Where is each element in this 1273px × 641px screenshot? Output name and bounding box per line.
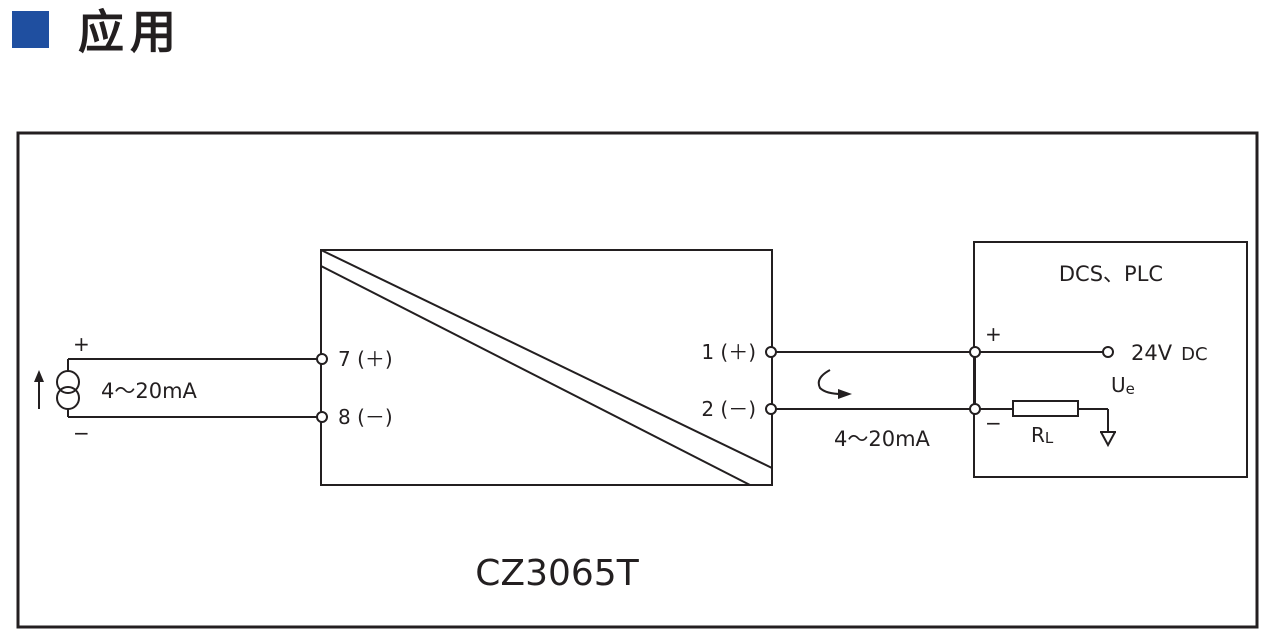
current-direction-arrow-icon [34, 370, 44, 409]
ground-icon [1100, 431, 1116, 448]
input-minus-label: − [73, 421, 90, 445]
dcs-plus-label: + [985, 322, 1002, 346]
terminal-7-label: 7 (＋) [338, 347, 393, 371]
page-title: 应用 [78, 5, 182, 59]
ue-label: Ue [1111, 373, 1135, 398]
output-signal-label: 4～20mA [834, 427, 931, 451]
dcs-node-minus [969, 403, 981, 415]
dcs-minus-label: − [985, 411, 1002, 435]
model-label: CZ3065T [475, 553, 639, 594]
rl-label: RL [1031, 423, 1054, 447]
resistor-icon [1012, 400, 1079, 417]
supply-unit: DC [1181, 344, 1207, 365]
rl-main: R [1031, 423, 1045, 447]
header-accent-square [12, 11, 49, 48]
dcs-node-plus [969, 346, 981, 358]
terminal-2-node [765, 403, 777, 415]
terminal-7-node [316, 353, 328, 365]
rl-subscript: L [1045, 429, 1054, 447]
current-loop-arrow-icon [817, 369, 852, 399]
supply-label: 24V DC [1131, 341, 1208, 365]
ue-subscript: e [1126, 380, 1135, 398]
ue-main: U [1111, 373, 1126, 397]
current-source-icon [56, 359, 80, 417]
supply-value: 24V [1131, 341, 1173, 365]
terminal-8-label: 8 (－) [338, 405, 393, 429]
terminal-1-node [765, 346, 777, 358]
terminal-1-label: 1 (＋) [701, 340, 756, 364]
module-diagonal-1 [320, 249, 773, 469]
dcs-title: DCS、PLC [1059, 262, 1163, 286]
input-signal-label: 4～20mA [101, 379, 198, 403]
outer-frame [16, 131, 1259, 629]
input-plus-label: + [73, 332, 90, 356]
module-box [320, 249, 773, 486]
module-diagonal-2 [320, 265, 751, 486]
supply-terminal-node [1102, 346, 1114, 358]
terminal-2-label: 2 (－) [701, 397, 756, 421]
terminal-8-node [316, 411, 328, 423]
